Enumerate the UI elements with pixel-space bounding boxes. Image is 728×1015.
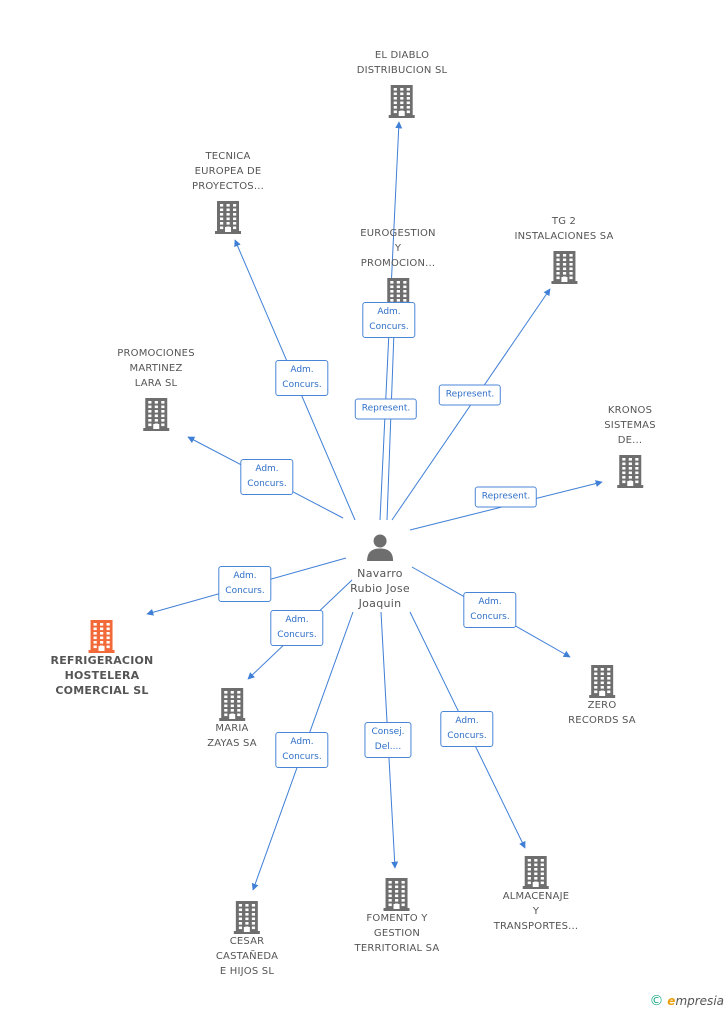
company-node-eurogestion[interactable]: EUROGESTION Y PROMOCION... — [360, 226, 436, 311]
building-icon — [388, 85, 415, 118]
building-icon — [383, 878, 410, 911]
footer-brand: © empresia — [649, 993, 724, 1009]
edge-label-tecnica[interactable]: Adm. Concurs. — [275, 360, 329, 396]
company-node-maria[interactable]: MARIA ZAYAS SA — [207, 687, 257, 751]
brand-logo[interactable]: empresia — [667, 994, 724, 1008]
edge-label-refrigeracion[interactable]: Adm. Concurs. — [218, 566, 272, 602]
building-icon — [88, 620, 115, 653]
center-person[interactable]: Navarro Rubio Jose Joaquin — [350, 532, 410, 611]
company-name: TECNICA EUROPEA DE PROYECTOS... — [192, 151, 264, 192]
company-name: TG 2 INSTALACIONES SA — [514, 216, 614, 242]
company-node-diablo[interactable]: EL DIABLO DISTRIBUCION SL — [357, 48, 448, 118]
edge-label-tg2[interactable]: Represent. — [438, 384, 502, 406]
company-name: EL DIABLO DISTRIBUCION SL — [356, 50, 448, 76]
building-icon — [143, 398, 169, 431]
building-icon — [551, 251, 577, 284]
person-icon — [366, 534, 393, 561]
building-icon — [384, 278, 411, 311]
company-name: ALMACENAJE Y TRANSPORTES... — [493, 891, 579, 932]
building-icon — [234, 901, 260, 934]
building-icon — [214, 201, 241, 234]
company-name: CESAR CASTAÑEDA E HIJOS SL — [215, 936, 279, 977]
company-name: ZERO RECORDS SA — [568, 700, 636, 726]
company-node-almacenaje[interactable]: ALMACENAJE Y TRANSPORTES... — [494, 855, 579, 934]
company-node-refrigeracion[interactable]: REFRIGERACION HOSTELERA COMERCIAL SL — [51, 619, 154, 698]
company-node-promociones[interactable]: PROMOCIONES MARTINEZ LARA SL — [117, 346, 195, 431]
edge-label-diablo[interactable]: Adm. Concurs. — [362, 302, 416, 338]
copyright-icon: © — [649, 993, 664, 1009]
company-node-fomento[interactable]: FOMENTO Y GESTION TERRITORIAL SA — [355, 877, 440, 956]
company-node-kronos[interactable]: KRONOS SISTEMAS DE... — [604, 403, 656, 488]
edge-label-almacenaje[interactable]: Adm. Concurs. — [440, 711, 494, 747]
company-name: FOMENTO Y GESTION TERRITORIAL SA — [354, 913, 440, 954]
company-node-tg2[interactable]: TG 2 INSTALACIONES SA — [514, 214, 613, 284]
company-name: KRONOS SISTEMAS DE... — [604, 405, 656, 446]
building-icon — [588, 665, 615, 698]
building-icon — [617, 455, 643, 488]
edge-label-zero[interactable]: Adm. Concurs. — [463, 592, 517, 628]
company-name: PROMOCIONES MARTINEZ LARA SL — [117, 348, 195, 389]
company-node-cesar[interactable]: CESAR CASTAÑEDA E HIJOS SL — [216, 900, 278, 979]
edge-label-eurogestion[interactable]: Represent. — [354, 398, 418, 420]
company-name: EUROGESTION Y PROMOCION... — [360, 228, 436, 269]
company-name: REFRIGERACION HOSTELERA COMERCIAL SL — [50, 654, 154, 697]
person-name: Navarro Rubio Jose Joaquin — [350, 567, 410, 610]
company-node-tecnica[interactable]: TECNICA EUROPEA DE PROYECTOS... — [192, 149, 264, 234]
edge-label-maria[interactable]: Adm. Concurs. — [270, 610, 324, 646]
building-icon — [219, 688, 245, 721]
edge-label-fomento[interactable]: Consej. Del.... — [364, 722, 412, 758]
edge-label-cesar[interactable]: Adm. Concurs. — [275, 732, 329, 768]
edge-label-kronos[interactable]: Represent. — [474, 486, 538, 508]
building-icon — [523, 856, 549, 889]
company-node-zero[interactable]: ZERO RECORDS SA — [568, 664, 636, 728]
company-name: MARIA ZAYAS SA — [207, 723, 257, 749]
edge-label-promociones[interactable]: Adm. Concurs. — [240, 459, 294, 495]
